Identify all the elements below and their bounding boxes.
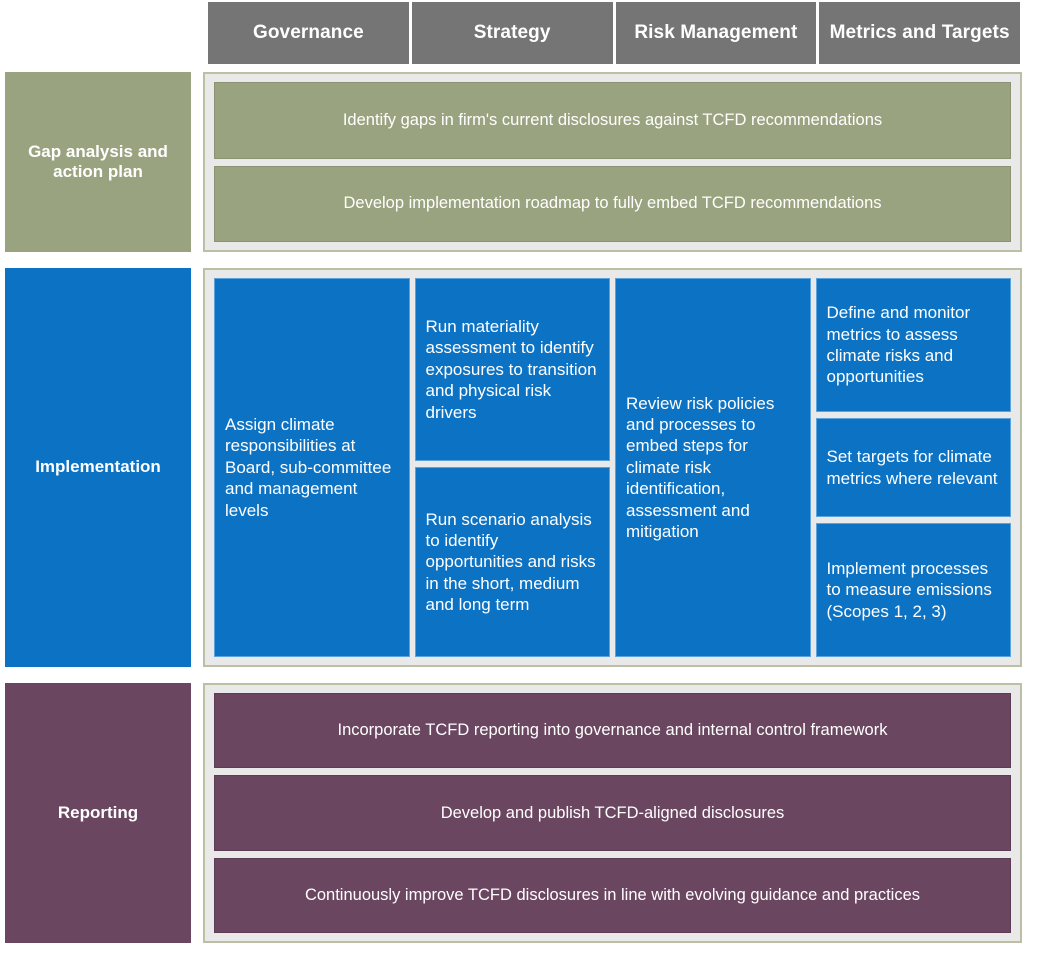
task-cell-text: Run scenario analysis to identify opport…	[425, 509, 596, 615]
task-cell-text: Implement processes to measure emissions…	[826, 558, 992, 621]
row-panel-gap-analysis: Identify gaps in firm's current disclosu…	[203, 72, 1022, 252]
task-bar: Develop and publish TCFD-aligned disclos…	[214, 775, 1011, 851]
task-cell: Define and monitor metrics to assess cli…	[815, 278, 1011, 412]
row-gap-analysis: Gap analysis and action plan Identify ga…	[0, 72, 1040, 252]
task-bar: Identify gaps in firm's current disclosu…	[214, 82, 1011, 159]
row-implementation: Implementation Assign climate responsibi…	[0, 268, 1040, 667]
implementation-column-metrics-and-targets: Define and monitor metrics to assess cli…	[815, 278, 1011, 657]
column-header-row: Governance Strategy Risk Management Metr…	[208, 2, 1020, 64]
row-label-gap-analysis: Gap analysis and action plan	[5, 72, 191, 252]
implementation-column-governance: Assign climate responsibilities at Board…	[214, 278, 410, 657]
implementation-column-risk-management: Review risk policies and processes to em…	[615, 278, 811, 657]
task-cell: Assign climate responsibilities at Board…	[214, 278, 410, 657]
row-label-implementation: Implementation	[5, 268, 191, 667]
column-header-risk-management: Risk Management	[615, 2, 817, 64]
task-cell: Implement processes to measure emissions…	[815, 523, 1011, 657]
task-bar: Continuously improve TCFD disclosures in…	[214, 857, 1011, 933]
task-bar: Develop implementation roadmap to fully …	[214, 165, 1011, 242]
column-header-strategy: Strategy	[411, 2, 613, 64]
implementation-column-strategy: Run materiality assessment to identify e…	[414, 278, 610, 657]
row-reporting: Reporting Incorporate TCFD reporting int…	[0, 683, 1040, 943]
task-cell-text: Assign climate responsibilities at Board…	[225, 414, 392, 520]
task-bar: Incorporate TCFD reporting into governan…	[214, 693, 1011, 769]
task-cell-text: Run materiality assessment to identify e…	[425, 317, 597, 422]
task-cell-text: Define and monitor metrics to assess cli…	[826, 303, 971, 387]
task-cell: Set targets for climate metrics where re…	[815, 417, 1011, 518]
column-header-metrics-and-targets: Metrics and Targets	[819, 2, 1020, 64]
task-cell-text: Review risk policies and processes to em…	[626, 393, 775, 542]
task-cell: Review risk policies and processes to em…	[615, 278, 811, 657]
row-panel-reporting: Incorporate TCFD reporting into governan…	[203, 683, 1022, 943]
column-header-governance: Governance	[208, 2, 409, 64]
task-cell-text: Set targets for climate metrics where re…	[826, 447, 998, 488]
task-cell: Run materiality assessment to identify e…	[414, 278, 610, 462]
row-label-reporting: Reporting	[5, 683, 191, 943]
row-panel-implementation: Assign climate responsibilities at Board…	[203, 268, 1022, 667]
task-cell: Run scenario analysis to identify opport…	[414, 467, 610, 657]
